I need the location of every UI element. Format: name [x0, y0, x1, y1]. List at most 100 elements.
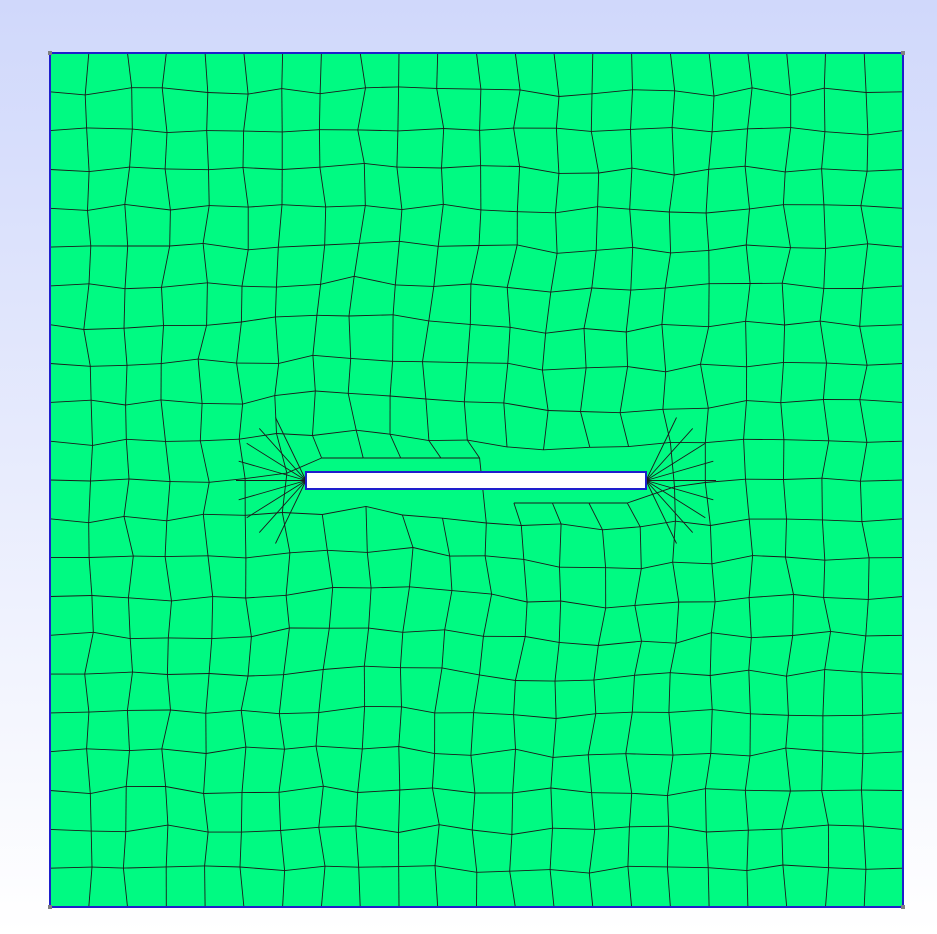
mesh-edge [630, 127, 673, 130]
mesh-edge [861, 671, 904, 675]
mesh-edge [589, 865, 628, 874]
mesh-edge [285, 595, 290, 629]
mesh-edge [348, 392, 391, 397]
mesh-edge [398, 746, 435, 755]
mesh-edge [444, 590, 453, 630]
mesh-edge [88, 557, 93, 596]
slot-tip-edge [275, 480, 307, 544]
mesh-edge [436, 88, 445, 129]
mesh-edge [247, 636, 252, 677]
mesh-edge [123, 866, 167, 869]
mesh-edge [824, 631, 832, 670]
mesh-edge [49, 479, 91, 482]
mesh-edge [824, 87, 867, 93]
mesh-edge [661, 323, 709, 328]
mesh-edge [708, 131, 713, 170]
mesh-edge [629, 825, 669, 828]
mesh-edge [781, 790, 791, 830]
mesh-edge [862, 751, 904, 755]
mesh-edge [361, 706, 366, 749]
mesh-edge [170, 205, 210, 211]
mesh-edge [164, 556, 172, 601]
mesh-edge [363, 628, 370, 667]
mesh-edge [823, 204, 827, 249]
mesh-edge [125, 365, 128, 406]
mesh-edge [368, 587, 372, 629]
mesh-edge [744, 166, 750, 209]
mesh-edge [251, 627, 290, 638]
mesh-edge [165, 440, 201, 442]
mesh-edge [90, 478, 130, 482]
mesh-edge [91, 595, 94, 633]
mesh-edge [781, 283, 786, 326]
mesh-edge [197, 359, 203, 404]
mesh-edge [668, 709, 713, 713]
slot-cutout [305, 471, 647, 490]
mesh-edge [49, 91, 86, 96]
mesh-edge [347, 393, 357, 431]
mesh-edge [49, 711, 89, 714]
mesh-edge [348, 276, 355, 317]
mesh-edge [204, 832, 209, 866]
mesh-edge [284, 745, 317, 750]
mesh-edge [319, 52, 322, 94]
mesh-edge [470, 283, 508, 288]
mesh-edge [634, 672, 671, 676]
mesh-edge [122, 831, 127, 869]
mesh-edge [700, 364, 709, 409]
mesh-edge [398, 86, 437, 89]
slot-tip-edge [238, 460, 307, 481]
slot-tip-edge [645, 442, 706, 481]
mesh-edge [200, 438, 240, 442]
mesh-edge [278, 792, 282, 831]
mesh-edge [708, 320, 746, 328]
mesh-edge [626, 502, 641, 528]
mesh-edge [167, 673, 210, 675]
mesh-edge [822, 714, 863, 717]
mesh-edge [519, 166, 559, 174]
mesh-edge [675, 632, 712, 644]
mesh-edge [859, 365, 868, 400]
mesh-edge [711, 632, 752, 639]
mesh-edge [545, 328, 585, 334]
mesh-edge [165, 441, 171, 482]
mesh-edge [398, 746, 401, 791]
mesh-edge [124, 286, 162, 290]
mesh-edge [49, 245, 91, 248]
mesh-edge [356, 429, 391, 435]
mesh-edge [283, 669, 324, 676]
mesh-edge [669, 52, 676, 91]
mesh-edge [205, 673, 210, 714]
mesh-edge [169, 242, 204, 247]
mesh-edge [745, 789, 791, 792]
mesh-edge [207, 555, 246, 559]
mesh-edge [318, 827, 326, 867]
corner-marker [48, 51, 52, 55]
mesh-edge [863, 826, 867, 870]
mesh-edge [434, 865, 439, 908]
mesh-edge [49, 127, 87, 132]
mesh-edge [705, 788, 746, 791]
mesh-edge [322, 505, 367, 515]
mesh-edge [205, 709, 242, 714]
mesh-edge [513, 714, 557, 719]
mesh-edge [743, 439, 746, 480]
mesh-edge [367, 547, 414, 553]
mesh-edge [274, 316, 280, 364]
mesh-edge [199, 403, 203, 441]
mesh-edge [662, 407, 709, 410]
mesh-edge [630, 287, 666, 291]
mesh-edge [514, 52, 521, 90]
mesh-edge [752, 555, 786, 558]
mesh-edge [861, 672, 864, 716]
mesh-edge [821, 790, 829, 826]
mesh-edge [84, 52, 90, 95]
mesh-edge [549, 828, 553, 870]
mesh-edge [422, 361, 427, 400]
mesh-edge [859, 442, 868, 482]
mesh-edge [708, 165, 746, 170]
mesh-edge [747, 87, 753, 129]
mesh-edge [325, 205, 366, 208]
